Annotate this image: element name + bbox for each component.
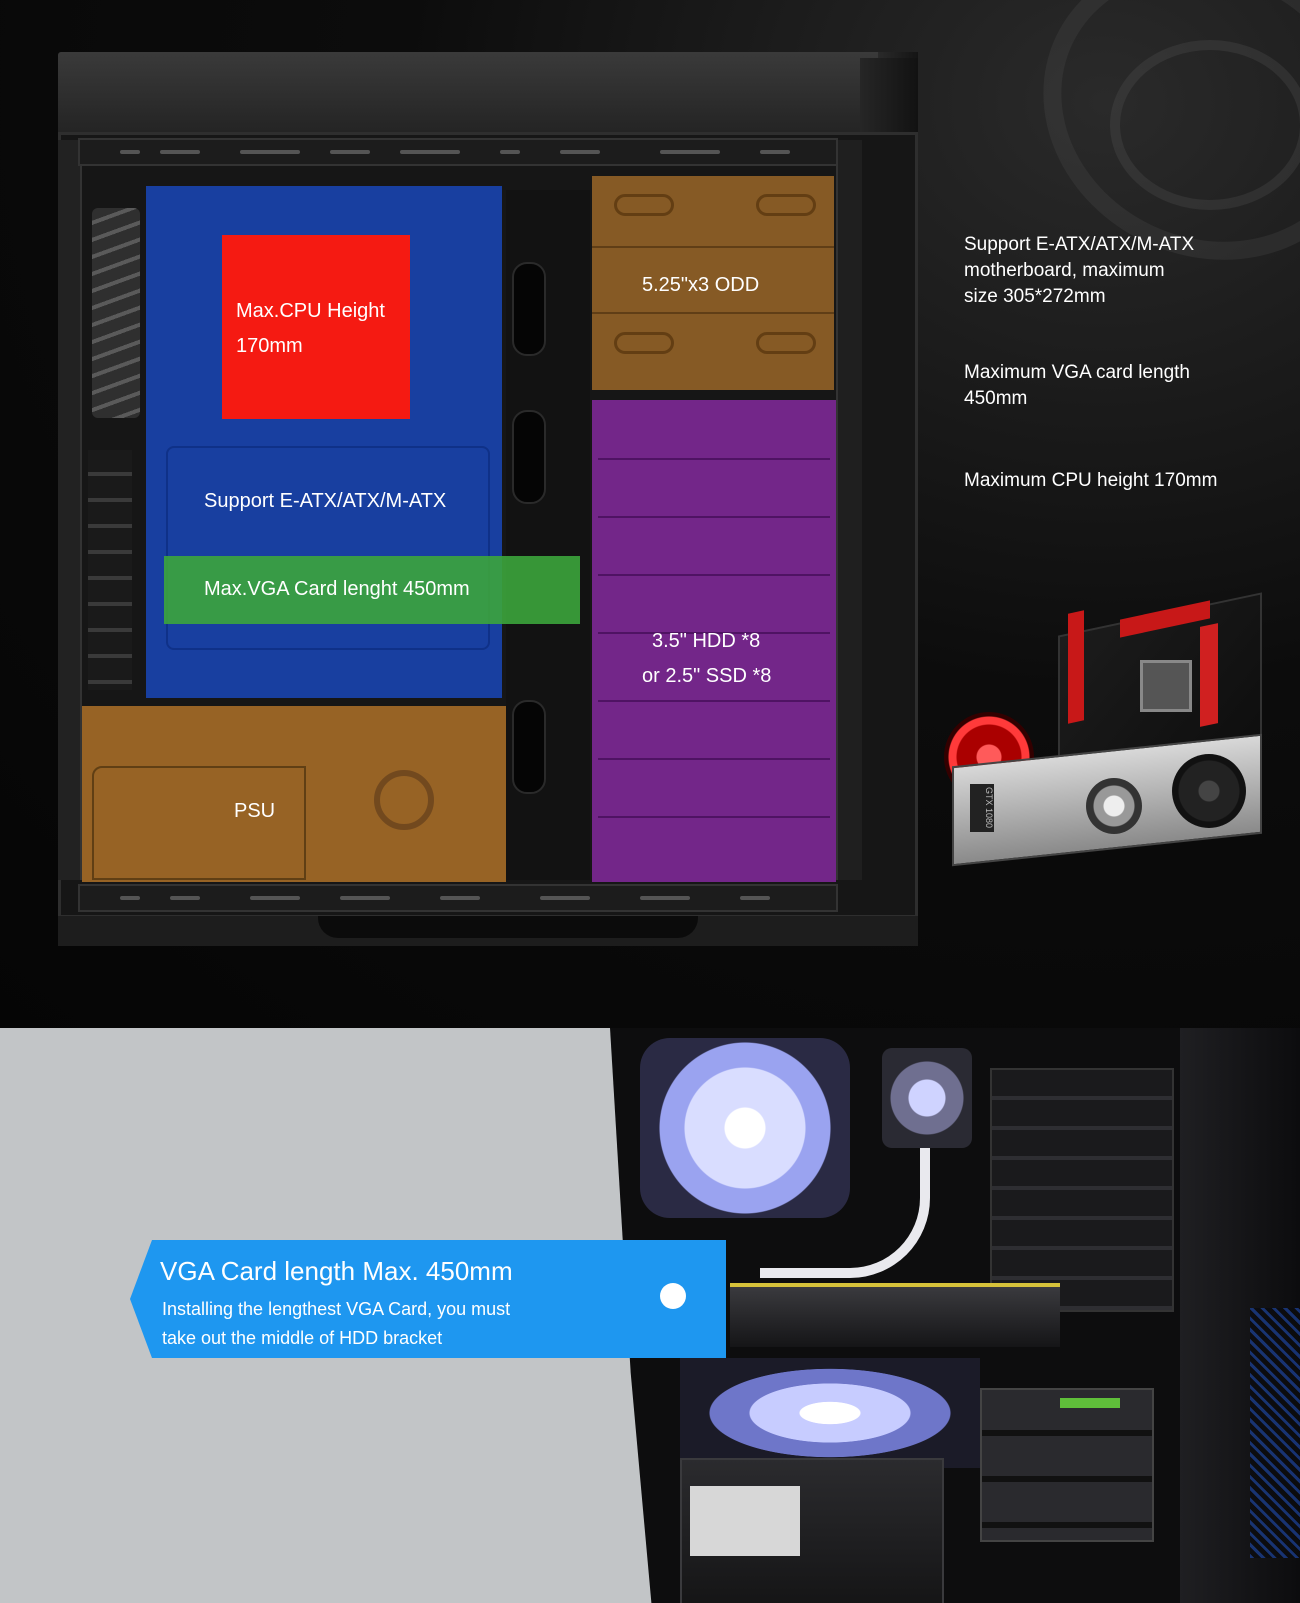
cable-grommet [512,700,546,794]
psu-sticker [690,1486,800,1556]
vga-zone [164,556,580,624]
hdd-divider [598,700,830,702]
rail-slot [160,150,200,154]
bay-slot [614,194,674,216]
motherboard-support-label: Support E-ATX/ATX/M-ATX [204,490,447,512]
case-layout-section: Max.CPU Height 170mm Support E-ATX/ATX/M… [0,0,1300,1028]
cable-grommet [512,262,546,356]
spec-line: size 305*272mm [964,286,1106,307]
odd-label: 5.25"x3 ODD [642,274,760,296]
rail-slot [560,150,600,154]
vga-callout [130,1240,726,1358]
installed-hdd-cage [980,1388,1154,1542]
hdd-divider [598,458,830,460]
spec-vga: Maximum VGA card length 450mm [964,360,1190,412]
hdd-divider [598,758,830,760]
hdd-label-green [1060,1398,1120,1408]
hdd-zone [592,400,836,882]
rail-slot [120,896,140,900]
spec-line: Maximum CPU height 170mm [964,470,1218,491]
odd-zone [592,176,834,390]
rail-slot [340,896,390,900]
cpu-height-label-line2: 170mm [236,335,303,357]
case-front-rail [836,140,862,880]
case-rear-rail [58,140,82,880]
rail-slot [760,150,790,154]
gpu-badge: GTX 1080 [970,784,994,832]
cpu-zone [222,235,410,419]
bay-slot [614,332,674,354]
callout-dot-icon [660,1283,686,1309]
hdd-label-line2: or 2.5" SSD *8 [642,665,772,687]
brand-logo-icon [374,770,434,830]
callout-description-line: take out the middle of HDD bracket [162,1328,443,1348]
hdd-divider [598,632,830,634]
rail-slot [500,150,520,154]
rail-slot [170,896,200,900]
motherboard-heatsink [1200,623,1218,727]
bay-divider [592,246,834,248]
case-bottom-rail [78,884,838,912]
motherboard-heatsink [1068,610,1084,724]
spec-cpu: Maximum CPU height 170mm [964,468,1217,494]
rail-slot [240,150,300,154]
decorative-dragon-shape [1110,40,1300,210]
rail-slot [540,896,590,900]
rail-slot [660,150,720,154]
psu-cutout [92,766,306,880]
hdd-label-line1: 3.5" HDD *8 [652,630,761,652]
pump-image [882,1048,972,1148]
cable-grommet [512,410,546,504]
rail-slot [400,150,460,154]
callout-description-line: Installing the lengthest VGA Card, you m… [162,1299,511,1319]
spec-line: 450mm [964,388,1028,409]
spec-line: Maximum VGA card length [964,362,1190,383]
psu-zone [82,706,506,882]
hdd-divider [598,816,830,818]
spec-line: Support E-ATX/ATX/M-ATX [964,234,1195,255]
bay-slot [756,332,816,354]
spec-motherboard: Support E-ATX/ATX/M-ATX motherboard, max… [964,232,1194,310]
rail-slot [640,896,690,900]
callout-description: Installing the lengthest VGA Card, you m… [162,1295,602,1353]
installed-gpu [730,1283,1060,1347]
rail-slot [740,896,770,900]
pci-slots [88,450,132,690]
bay-divider [592,312,834,314]
cpu-socket [1140,660,1192,712]
bottom-fan-image [680,1358,980,1468]
gpu-fan-icon [1172,754,1246,828]
spec-line: motherboard, maximum [964,260,1165,281]
vga-length-label: Max.VGA Card lenght 450mm [204,578,470,600]
hdd-divider [598,516,830,518]
gpu-logo-icon [1086,778,1142,834]
rail-slot [120,150,140,154]
callout-title: VGA Card length Max. 450mm [160,1256,513,1286]
rail-slot [250,896,300,900]
case-foot [58,916,918,946]
rail-slot [440,896,480,900]
side-mesh [1250,1308,1300,1558]
motherboard-tray-outline [166,446,490,650]
cpu-height-label-line1: Max.CPU Height [236,300,385,322]
psu-label: PSU [234,800,276,822]
bay-slot [756,194,816,216]
rear-fan [92,208,140,418]
drive-bays [990,1068,1174,1312]
case-top-panel [58,52,918,140]
rail-slot [330,150,370,154]
case-top-rail [78,138,838,166]
coolant-tube [760,1148,930,1278]
hdd-divider [598,574,830,576]
vga-length-section: VGA Card length Max. 450mm Installing th… [0,1028,1300,1603]
